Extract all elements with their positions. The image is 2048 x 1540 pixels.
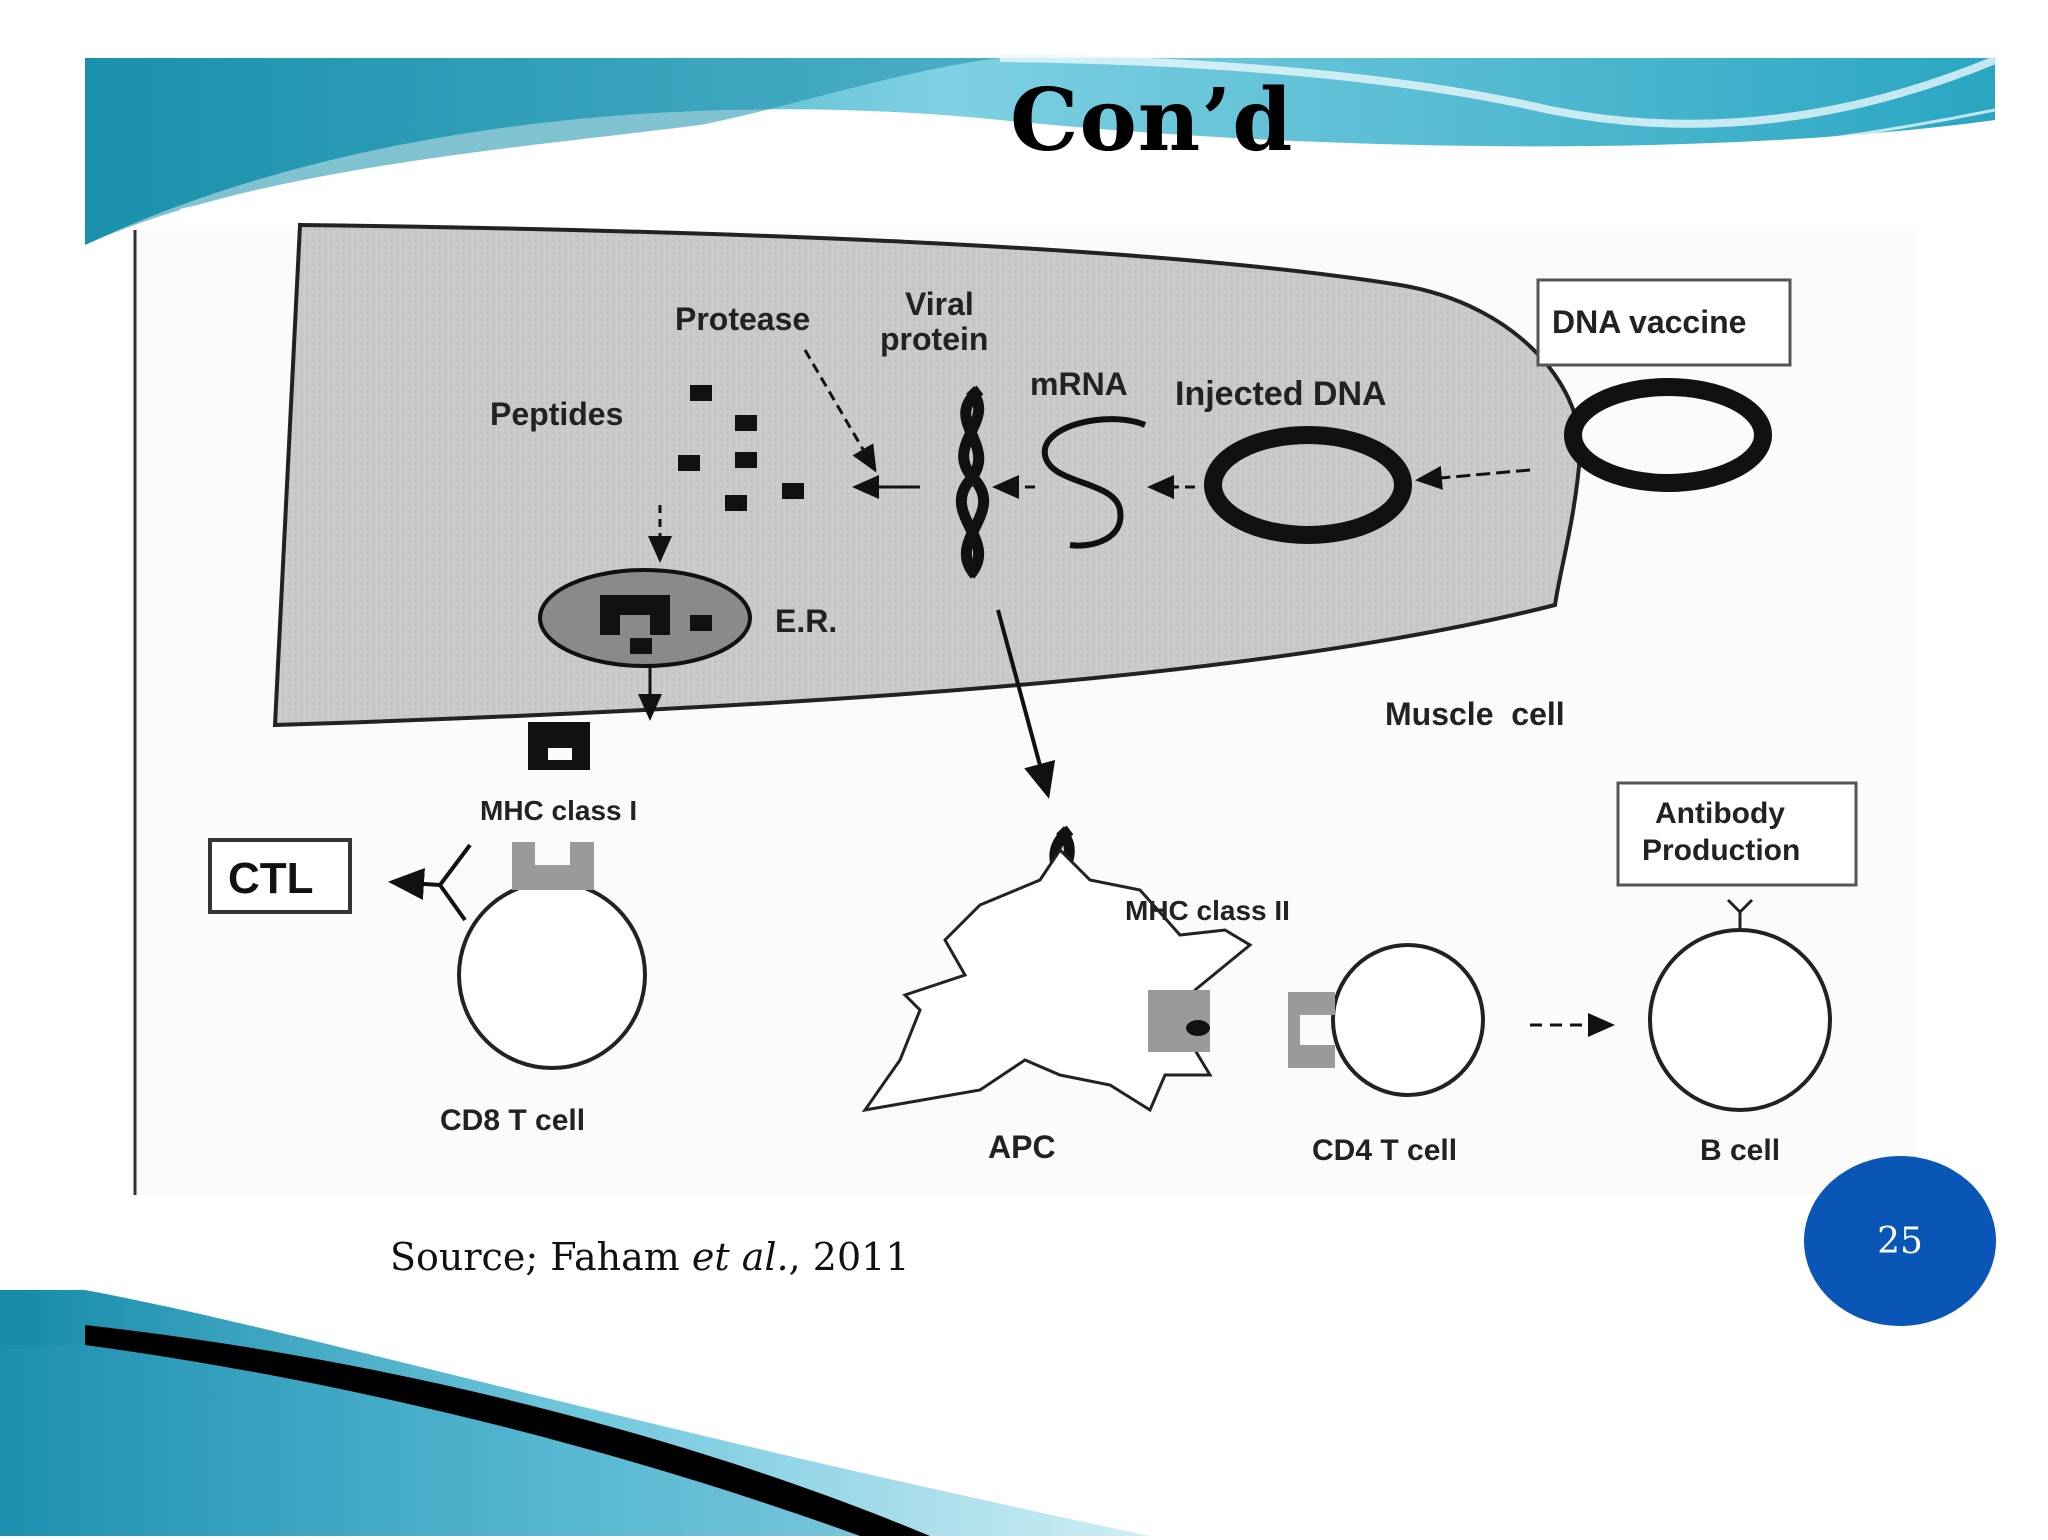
label-dna-vaccine: DNA vaccine — [1552, 304, 1746, 340]
viral-protein-strand — [961, 390, 983, 575]
endoplasmic-reticulum — [540, 570, 750, 666]
label-protease: Protease — [675, 301, 810, 337]
page-number-badge: 25 — [1804, 1156, 1996, 1326]
label-viral-protein-2: protein — [880, 321, 988, 357]
page-number: 25 — [1877, 1221, 1923, 1262]
source-prefix: Source; Faham — [390, 1235, 692, 1279]
label-cd8-t-cell: CD8 T cell — [440, 1104, 585, 1137]
label-viral-protein-1: Viral — [905, 286, 974, 322]
label-antibody-2: Production — [1642, 834, 1800, 867]
source-suffix: , 2011 — [789, 1235, 910, 1279]
label-er: E.R. — [775, 603, 837, 639]
label-mhc-class-i: MHC class I — [480, 795, 637, 826]
slide-title: Con’d — [1010, 70, 1293, 171]
label-mhc-class-ii: MHC class II — [1125, 895, 1290, 926]
label-peptides: Peptides — [490, 396, 623, 432]
source-citation: Source; Faham et al., 2011 — [390, 1235, 910, 1279]
footer-band — [0, 1290, 1150, 1536]
source-italic: et al. — [692, 1235, 789, 1279]
b-cell — [1650, 930, 1830, 1110]
label-antibody-1: Antibody — [1655, 797, 1785, 830]
label-ctl: CTL — [228, 854, 314, 903]
mhc-class-i-surface — [528, 722, 590, 770]
cd4-t-cell — [1333, 945, 1483, 1095]
label-injected-dna: Injected DNA — [1175, 375, 1387, 413]
cd8-t-cell — [459, 882, 645, 1068]
label-apc: APC — [988, 1129, 1056, 1165]
label-muscle-cell: Muscle cell — [1385, 696, 1565, 732]
label-mrna: mRNA — [1030, 366, 1128, 402]
label-cd4-t-cell: CD4 T cell — [1312, 1134, 1457, 1167]
label-b-cell: B cell — [1700, 1134, 1780, 1167]
